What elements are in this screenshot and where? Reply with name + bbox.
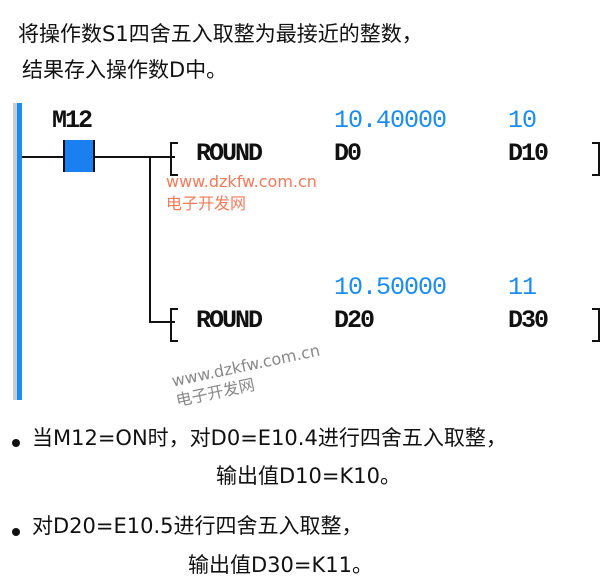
instruction: ROUND: [196, 139, 263, 168]
bracket-close: [592, 142, 600, 176]
dst-value: 11: [508, 273, 537, 302]
dst-operand: D30: [508, 306, 549, 335]
wire: [95, 156, 175, 158]
watermark-url: www.dzkfw.com.cn: [166, 172, 317, 191]
instruction: ROUND: [196, 306, 263, 335]
contact-label: M12: [52, 106, 93, 135]
src-operand: D20: [334, 306, 375, 335]
bullet-icon: [12, 439, 20, 447]
note-2-line-2: 输出值D30=K11。: [188, 553, 373, 577]
src-value: 10.40000: [334, 106, 447, 135]
intro-line-1: 将操作数S1四舍五入取整为最接近的整数，: [18, 22, 423, 46]
rail-shadow: [13, 103, 17, 400]
note-1-line-2: 输出值D10=K10。: [216, 464, 401, 488]
watermark-rotated: www.dzkfw.com.cn 电子开发网: [170, 341, 326, 412]
intro-line-2: 结果存入操作数D中。: [22, 58, 228, 82]
wire: [149, 321, 175, 323]
src-value: 10.50000: [334, 273, 447, 302]
bracket-open: [170, 308, 178, 342]
note-2-line-1: 对D20=E10.5进行四舍五入取整，: [32, 514, 363, 538]
note-1-line-1: 当M12=ON时，对D0=E10.4进行四舍五入取整，: [32, 426, 507, 450]
contact-m12[interactable]: [63, 140, 95, 172]
bullet-icon: [12, 528, 20, 536]
src-operand: D0: [334, 139, 362, 168]
power-rail: [17, 103, 22, 400]
branch-wire: [149, 157, 151, 323]
dst-operand: D10: [508, 139, 549, 168]
dst-value: 10: [508, 106, 537, 135]
bracket-open: [170, 142, 178, 176]
bracket-close: [592, 308, 600, 342]
wire: [22, 156, 64, 158]
watermark-name: 电子开发网: [166, 194, 247, 213]
